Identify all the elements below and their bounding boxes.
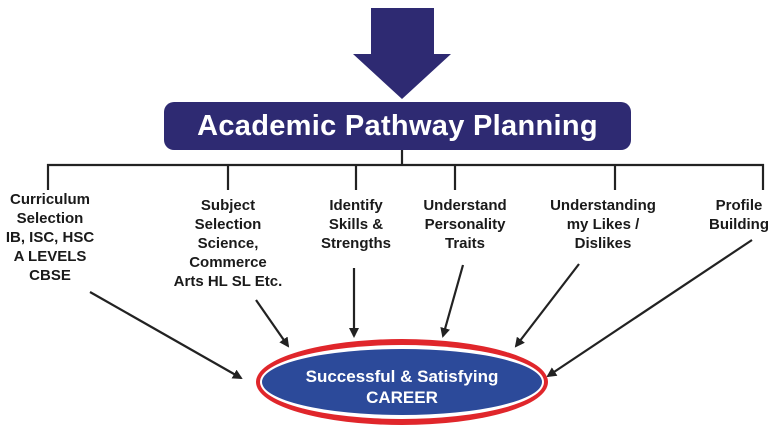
career-line-1: Successful & Satisfying	[305, 367, 499, 386]
node-understanding-likes: Understanding my Likes / Dislikes	[550, 197, 656, 252]
title-box: Academic Pathway Planning	[164, 102, 631, 150]
arrow-2	[255, 299, 290, 348]
arrow-5	[514, 263, 580, 348]
career-label: Successful & Satisfying CAREER	[262, 366, 542, 408]
arrow-1	[89, 291, 243, 379]
title-text: Academic Pathway Planning	[197, 109, 598, 142]
career-line-2: CAREER	[366, 388, 438, 407]
career-arrows	[89, 239, 753, 379]
node-understand-personality: Understand Personality Traits	[423, 197, 507, 252]
arrow-6	[546, 239, 753, 378]
tree-connectors	[46, 150, 765, 190]
node-curriculum-selection: Curriculum Selection IB, ISC, HSC A LEVE…	[5, 191, 95, 284]
career-ellipse	[262, 349, 542, 415]
down-arrow-icon	[353, 8, 451, 99]
arrow-4	[440, 264, 465, 338]
node-identify-skills: Identify Skills & Strengths	[320, 197, 391, 252]
node-subject-selection: Subject Selection Science, Commerce Arts…	[173, 197, 283, 290]
node-profile-building: Profile Building	[709, 197, 769, 233]
